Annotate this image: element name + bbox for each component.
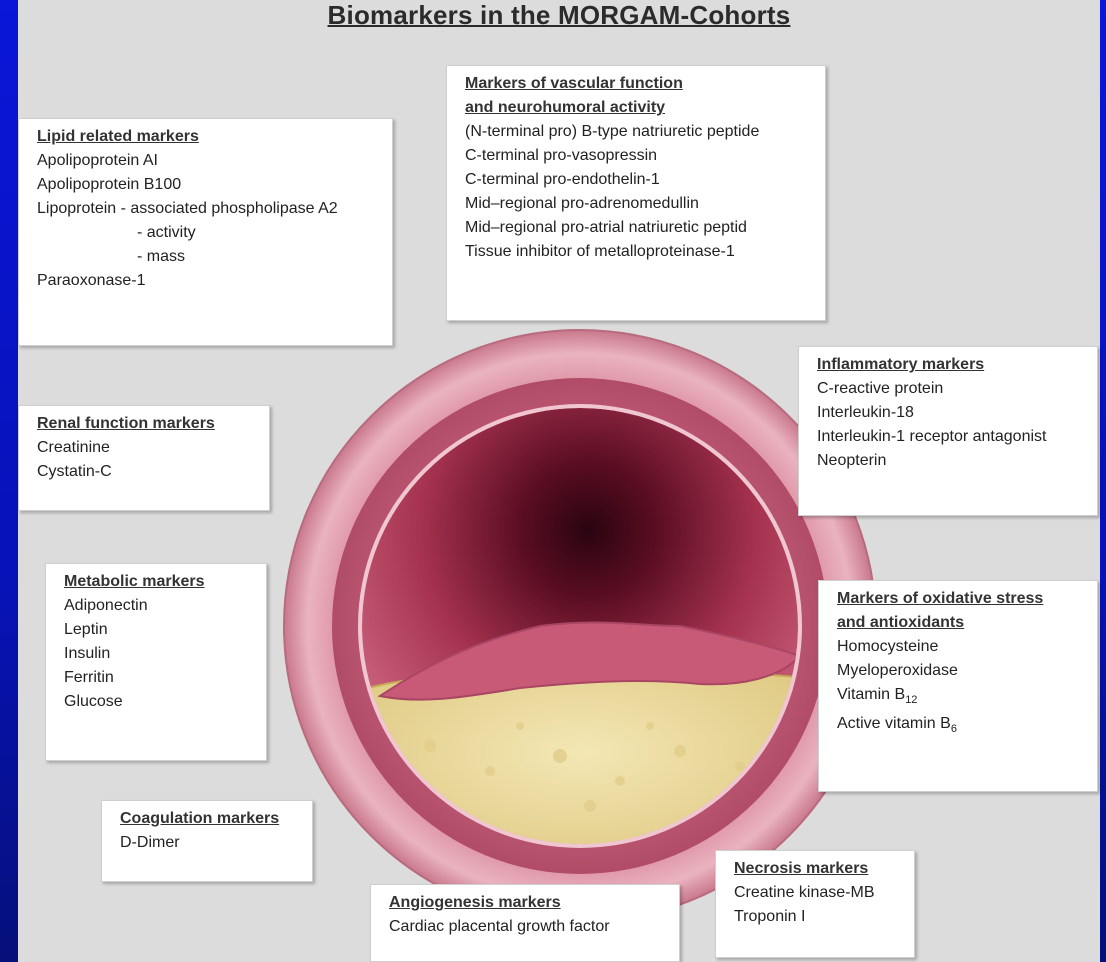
lipid-markers-heading: Lipid related markers [37, 125, 382, 149]
metabolic-markers-box: Metabolic markers Adiponectin Leptin Ins… [45, 563, 267, 761]
inflammatory-markers-box: Inflammatory markers C-reactive protein … [798, 346, 1098, 516]
necrosis-item: Troponin I [734, 905, 904, 929]
metabolic-item: Leptin [64, 618, 256, 642]
vascular-item: (N-terminal pro) B-type natriuretic pept… [465, 120, 815, 144]
vascular-item: Mid–regional pro-atrial natriuretic pept… [465, 216, 815, 240]
lipid-item: Apolipoprotein B100 [37, 173, 382, 197]
necrosis-markers-heading: Necrosis markers [734, 857, 904, 881]
renal-item: Creatinine [37, 436, 259, 460]
metabolic-item: Glucose [64, 690, 256, 714]
diagram-panel: Biomarkers in the MORGAM-Cohorts [18, 0, 1100, 962]
vascular-item: C-terminal pro-endothelin-1 [465, 168, 815, 192]
metabolic-item: Insulin [64, 642, 256, 666]
oxidative-markers-heading: Markers of oxidative stress [837, 587, 1087, 611]
renal-item: Cystatin-C [37, 460, 259, 484]
lipid-subitem: - activity [37, 221, 382, 245]
angiogenesis-markers-box: Angiogenesis markers Cardiac placental g… [370, 884, 680, 962]
vascular-item: Tissue inhibitor of metalloproteinase-1 [465, 240, 815, 264]
lipid-markers-box: Lipid related markers Apolipoprotein AI … [18, 118, 393, 346]
oxidative-item-vitamin-b6: Active vitamin B6 [837, 712, 1087, 741]
oxidative-item-vitamin-b12: Vitamin B12 [837, 683, 1087, 712]
angiogenesis-item: Cardiac placental growth factor [389, 915, 669, 939]
metabolic-item: Adiponectin [64, 594, 256, 618]
lipid-item: Paraoxonase-1 [37, 269, 382, 293]
vascular-item: Mid–regional pro-adrenomedullin [465, 192, 815, 216]
oxidative-stress-markers-box: Markers of oxidative stress and antioxid… [818, 580, 1098, 792]
lipid-subitem: - mass [37, 245, 382, 269]
metabolic-item: Ferritin [64, 666, 256, 690]
lipid-item: Lipoprotein - associated phospholipase A… [37, 197, 382, 221]
lipid-item: Apolipoprotein AI [37, 149, 382, 173]
artery-cross-section-illustration [280, 326, 880, 926]
inflammatory-markers-heading: Inflammatory markers [817, 353, 1087, 377]
page-title: Biomarkers in the MORGAM-Cohorts [18, 0, 1100, 31]
coagulation-item: D-Dimer [120, 831, 302, 855]
vascular-markers-heading-line2: and neurohumoral activity [465, 96, 815, 120]
coagulation-markers-heading: Coagulation markers [120, 807, 302, 831]
vascular-markers-heading: Markers of vascular function [465, 72, 815, 96]
renal-markers-box: Renal function markers Creatinine Cystat… [18, 405, 270, 511]
inflammatory-item: Interleukin-1 receptor antagonist [817, 425, 1087, 449]
oxidative-item: Homocysteine [837, 635, 1087, 659]
angiogenesis-markers-heading: Angiogenesis markers [389, 891, 669, 915]
oxidative-markers-heading-line2: and antioxidants [837, 611, 1087, 635]
oxidative-item: Myeloperoxidase [837, 659, 1087, 683]
renal-markers-heading: Renal function markers [37, 412, 259, 436]
inflammatory-item: Neopterin [817, 449, 1087, 473]
inflammatory-item: C-reactive protein [817, 377, 1087, 401]
necrosis-markers-box: Necrosis markers Creatine kinase-MB Trop… [715, 850, 915, 958]
necrosis-item: Creatine kinase-MB [734, 881, 904, 905]
inflammatory-item: Interleukin-18 [817, 401, 1087, 425]
metabolic-markers-heading: Metabolic markers [64, 570, 256, 594]
vascular-markers-box: Markers of vascular function and neurohu… [446, 65, 826, 321]
coagulation-markers-box: Coagulation markers D-Dimer [101, 800, 313, 882]
vascular-item: C-terminal pro-vasopressin [465, 144, 815, 168]
